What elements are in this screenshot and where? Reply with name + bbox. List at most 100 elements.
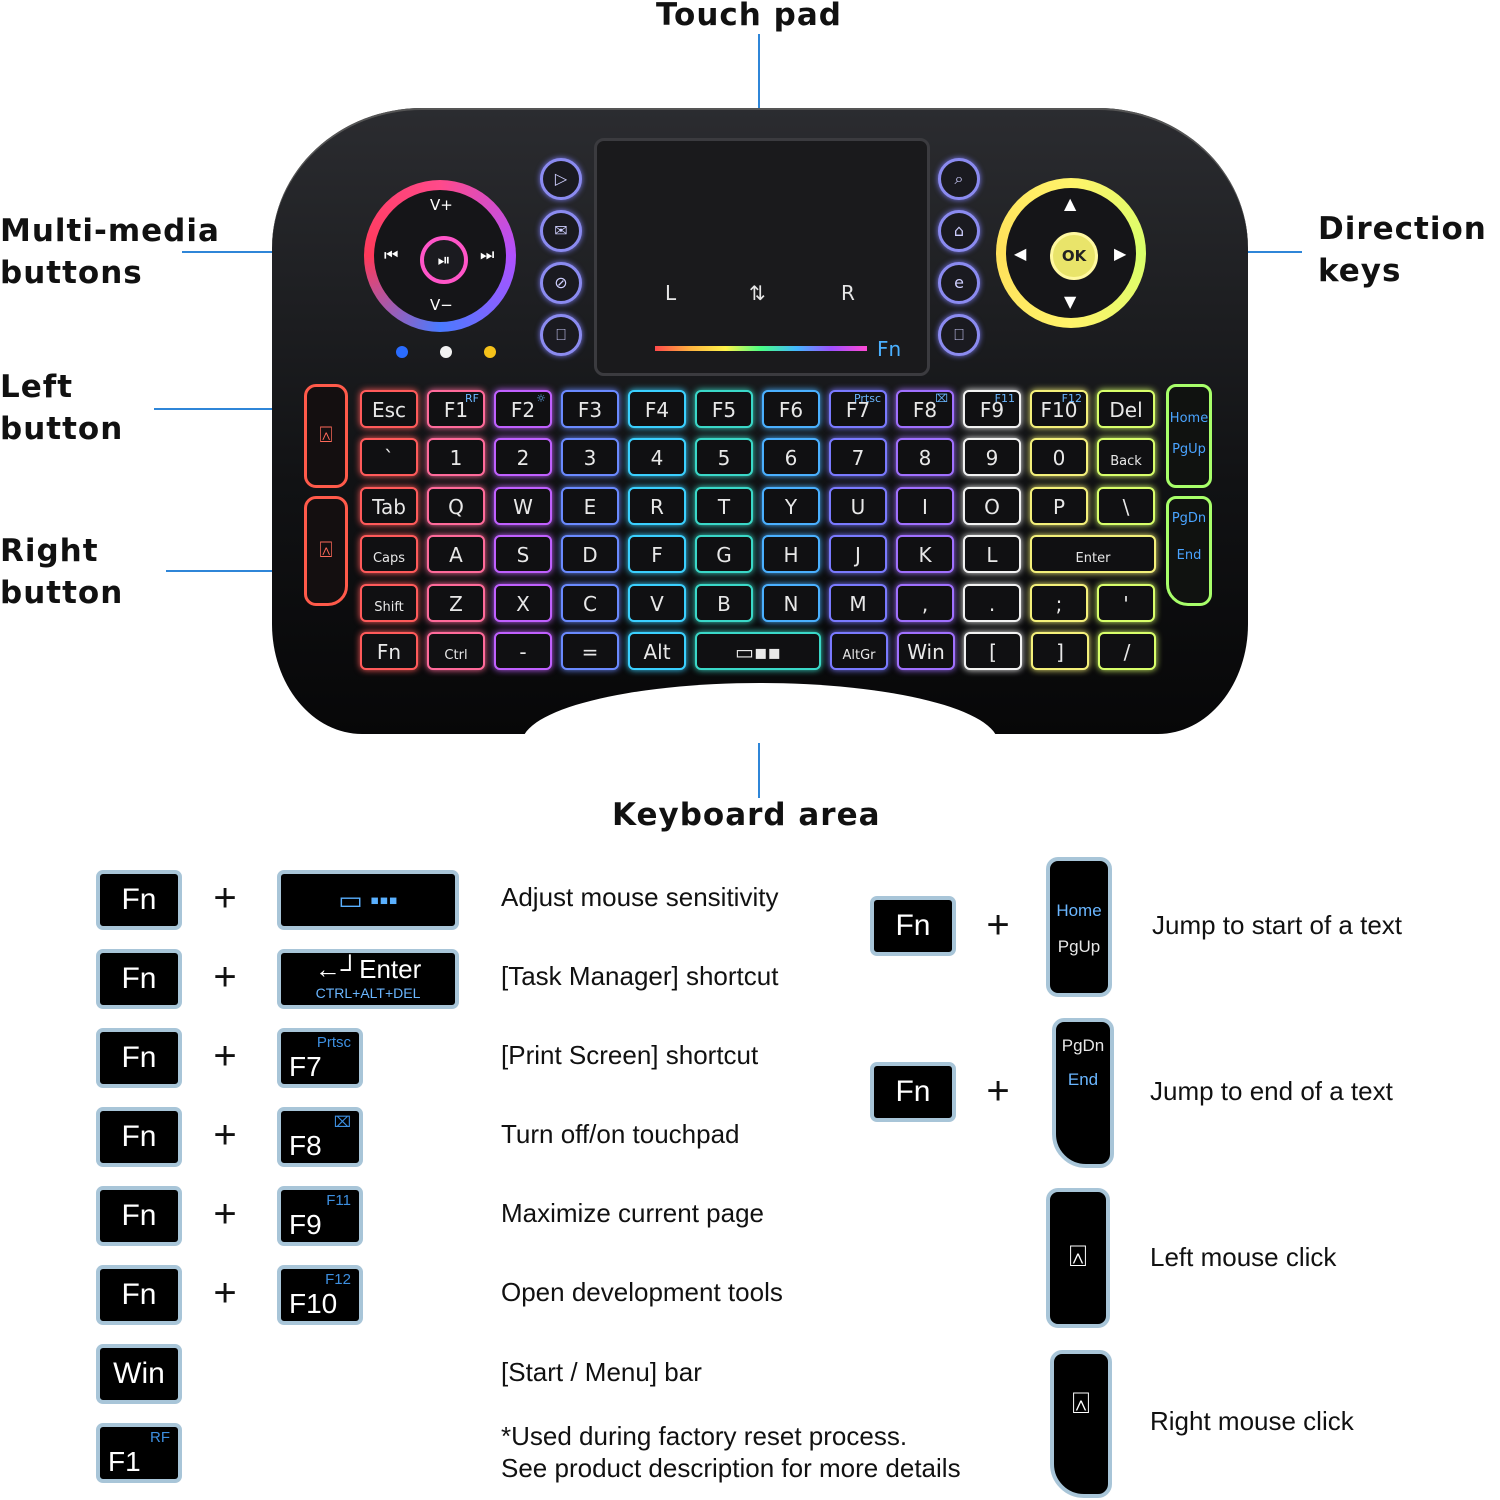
key-0-5[interactable]: F5 [695,390,753,428]
key-0-4[interactable]: F4 [628,390,686,428]
home-button[interactable]: ⌂ [938,210,980,252]
key-4-11[interactable]: ' [1097,584,1155,622]
key-label: Esc [371,398,407,422]
key-4-5[interactable]: B [695,584,753,622]
key-5-3[interactable]: = [561,632,619,670]
arrow-left-icon[interactable]: ◀ [1014,244,1027,263]
key-4-9[interactable]: . [963,584,1021,622]
ok-button[interactable]: OK [1050,232,1098,280]
callout-direction-line2: keys [1318,253,1402,289]
key-0-6[interactable]: F6 [762,390,820,428]
key-2-0[interactable]: Tab [360,487,418,525]
volume-down-label[interactable]: V− [430,296,453,314]
key-3-7[interactable]: J [829,535,887,573]
key-1-1[interactable]: 1 [427,438,485,476]
key-1-10[interactable]: 0 [1030,438,1088,476]
key-4-2[interactable]: X [494,584,552,622]
key-0-0[interactable]: Esc [360,390,418,428]
mouse-toggle-button[interactable]: ⎕ [938,314,980,356]
key-4-8[interactable]: , [896,584,954,622]
key-0-11[interactable]: Del [1097,390,1155,428]
key-2-5[interactable]: T [695,487,753,525]
key-3-6[interactable]: H [762,535,820,573]
key-1-2[interactable]: 2 [494,438,552,476]
key-2-1[interactable]: Q [427,487,485,525]
legend-combo-key-sub: F11 [326,1192,351,1209]
right-mouse-button[interactable]: ⍓ [304,496,348,606]
key-3-5[interactable]: G [695,535,753,573]
key-2-4[interactable]: R [628,487,686,525]
touchpad[interactable]: L ⇅ R Fn [594,138,930,376]
key-2-6[interactable]: Y [762,487,820,525]
key-2-10[interactable]: P [1030,487,1088,525]
key-1-8[interactable]: 8 [896,438,954,476]
key-2-8[interactable]: I [896,487,954,525]
key-5-5[interactable]: ▭▪▪ [695,632,821,670]
key-1-3[interactable]: 3 [561,438,619,476]
key-3-10[interactable]: Enter [1030,535,1156,573]
arrow-down-icon[interactable]: ▼ [1064,292,1077,311]
mail-button[interactable]: ✉ [540,210,582,252]
key-3-1[interactable]: A [427,535,485,573]
multimedia-dpad[interactable]: V+ V− ⏮ ⏭ ⏯ [364,180,516,332]
key-4-10[interactable]: ; [1030,584,1088,622]
key-1-11[interactable]: Back [1097,438,1155,476]
key-1-0[interactable]: ` [360,438,418,476]
key-3-2[interactable]: S [494,535,552,573]
arrow-up-icon[interactable]: ▲ [1064,194,1077,213]
arrow-right-icon[interactable]: ▶ [1114,244,1127,263]
key-1-4[interactable]: 4 [628,438,686,476]
key-2-9[interactable]: O [963,487,1021,525]
key-0-3[interactable]: F3 [561,390,619,428]
key-2-7[interactable]: U [829,487,887,525]
key-2-2[interactable]: W [494,487,552,525]
key-3-9[interactable]: L [963,535,1021,573]
key-1-9[interactable]: 9 [963,438,1021,476]
key-3-0[interactable]: Caps [360,535,418,573]
search-button[interactable]: ⌕ [938,158,980,200]
left-mouse-button[interactable]: ⍓ [304,384,348,488]
volume-up-label[interactable]: V+ [430,196,453,214]
direction-dpad[interactable]: ▲ ▼ ◀ ▶ OK [996,178,1146,328]
key-label: F10 [1040,398,1078,422]
media-play-button[interactable]: ▷ [540,158,582,200]
next-track-icon[interactable]: ⏭ [480,245,495,264]
key-3-4[interactable]: F [628,535,686,573]
key-5-8[interactable]: [ [964,632,1022,670]
mute-button[interactable]: ⊘ [540,262,582,304]
key-1-7[interactable]: 7 [829,438,887,476]
key-5-1[interactable]: Ctrl [427,632,485,670]
key-0-2[interactable]: F2☼ [494,390,552,428]
browser-button[interactable]: e [938,262,980,304]
key-5-6[interactable]: AltGr [830,632,888,670]
key-0-8[interactable]: F8⌧ [896,390,954,428]
key-5-10[interactable]: / [1098,632,1156,670]
touchpad-label-fn: Fn [877,337,902,361]
key-1-6[interactable]: 6 [762,438,820,476]
key-4-7[interactable]: M [829,584,887,622]
key-2-11[interactable]: \ [1097,487,1155,525]
key-4-0[interactable]: Shift [360,584,418,622]
key-4-3[interactable]: C [561,584,619,622]
key-5-4[interactable]: Alt [628,632,686,670]
key-5-9[interactable]: ] [1031,632,1089,670]
key-5-7[interactable]: Win [897,632,955,670]
key-5-0[interactable]: Fn [360,632,418,670]
key-4-6[interactable]: N [762,584,820,622]
key-2-3[interactable]: E [561,487,619,525]
key-5-2[interactable]: - [494,632,552,670]
mouse-mode-button[interactable]: ⎕ [540,314,582,356]
prev-track-icon[interactable]: ⏮ [384,245,399,264]
key-4-1[interactable]: Z [427,584,485,622]
key-1-5[interactable]: 5 [695,438,753,476]
pgdn-end-key[interactable]: PgDn End [1166,496,1212,606]
play-pause-button[interactable]: ⏯ [420,236,468,284]
key-3-8[interactable]: K [896,535,954,573]
home-pgup-key[interactable]: Home PgUp [1166,384,1212,488]
key-3-3[interactable]: D [561,535,619,573]
key-4-4[interactable]: V [628,584,686,622]
